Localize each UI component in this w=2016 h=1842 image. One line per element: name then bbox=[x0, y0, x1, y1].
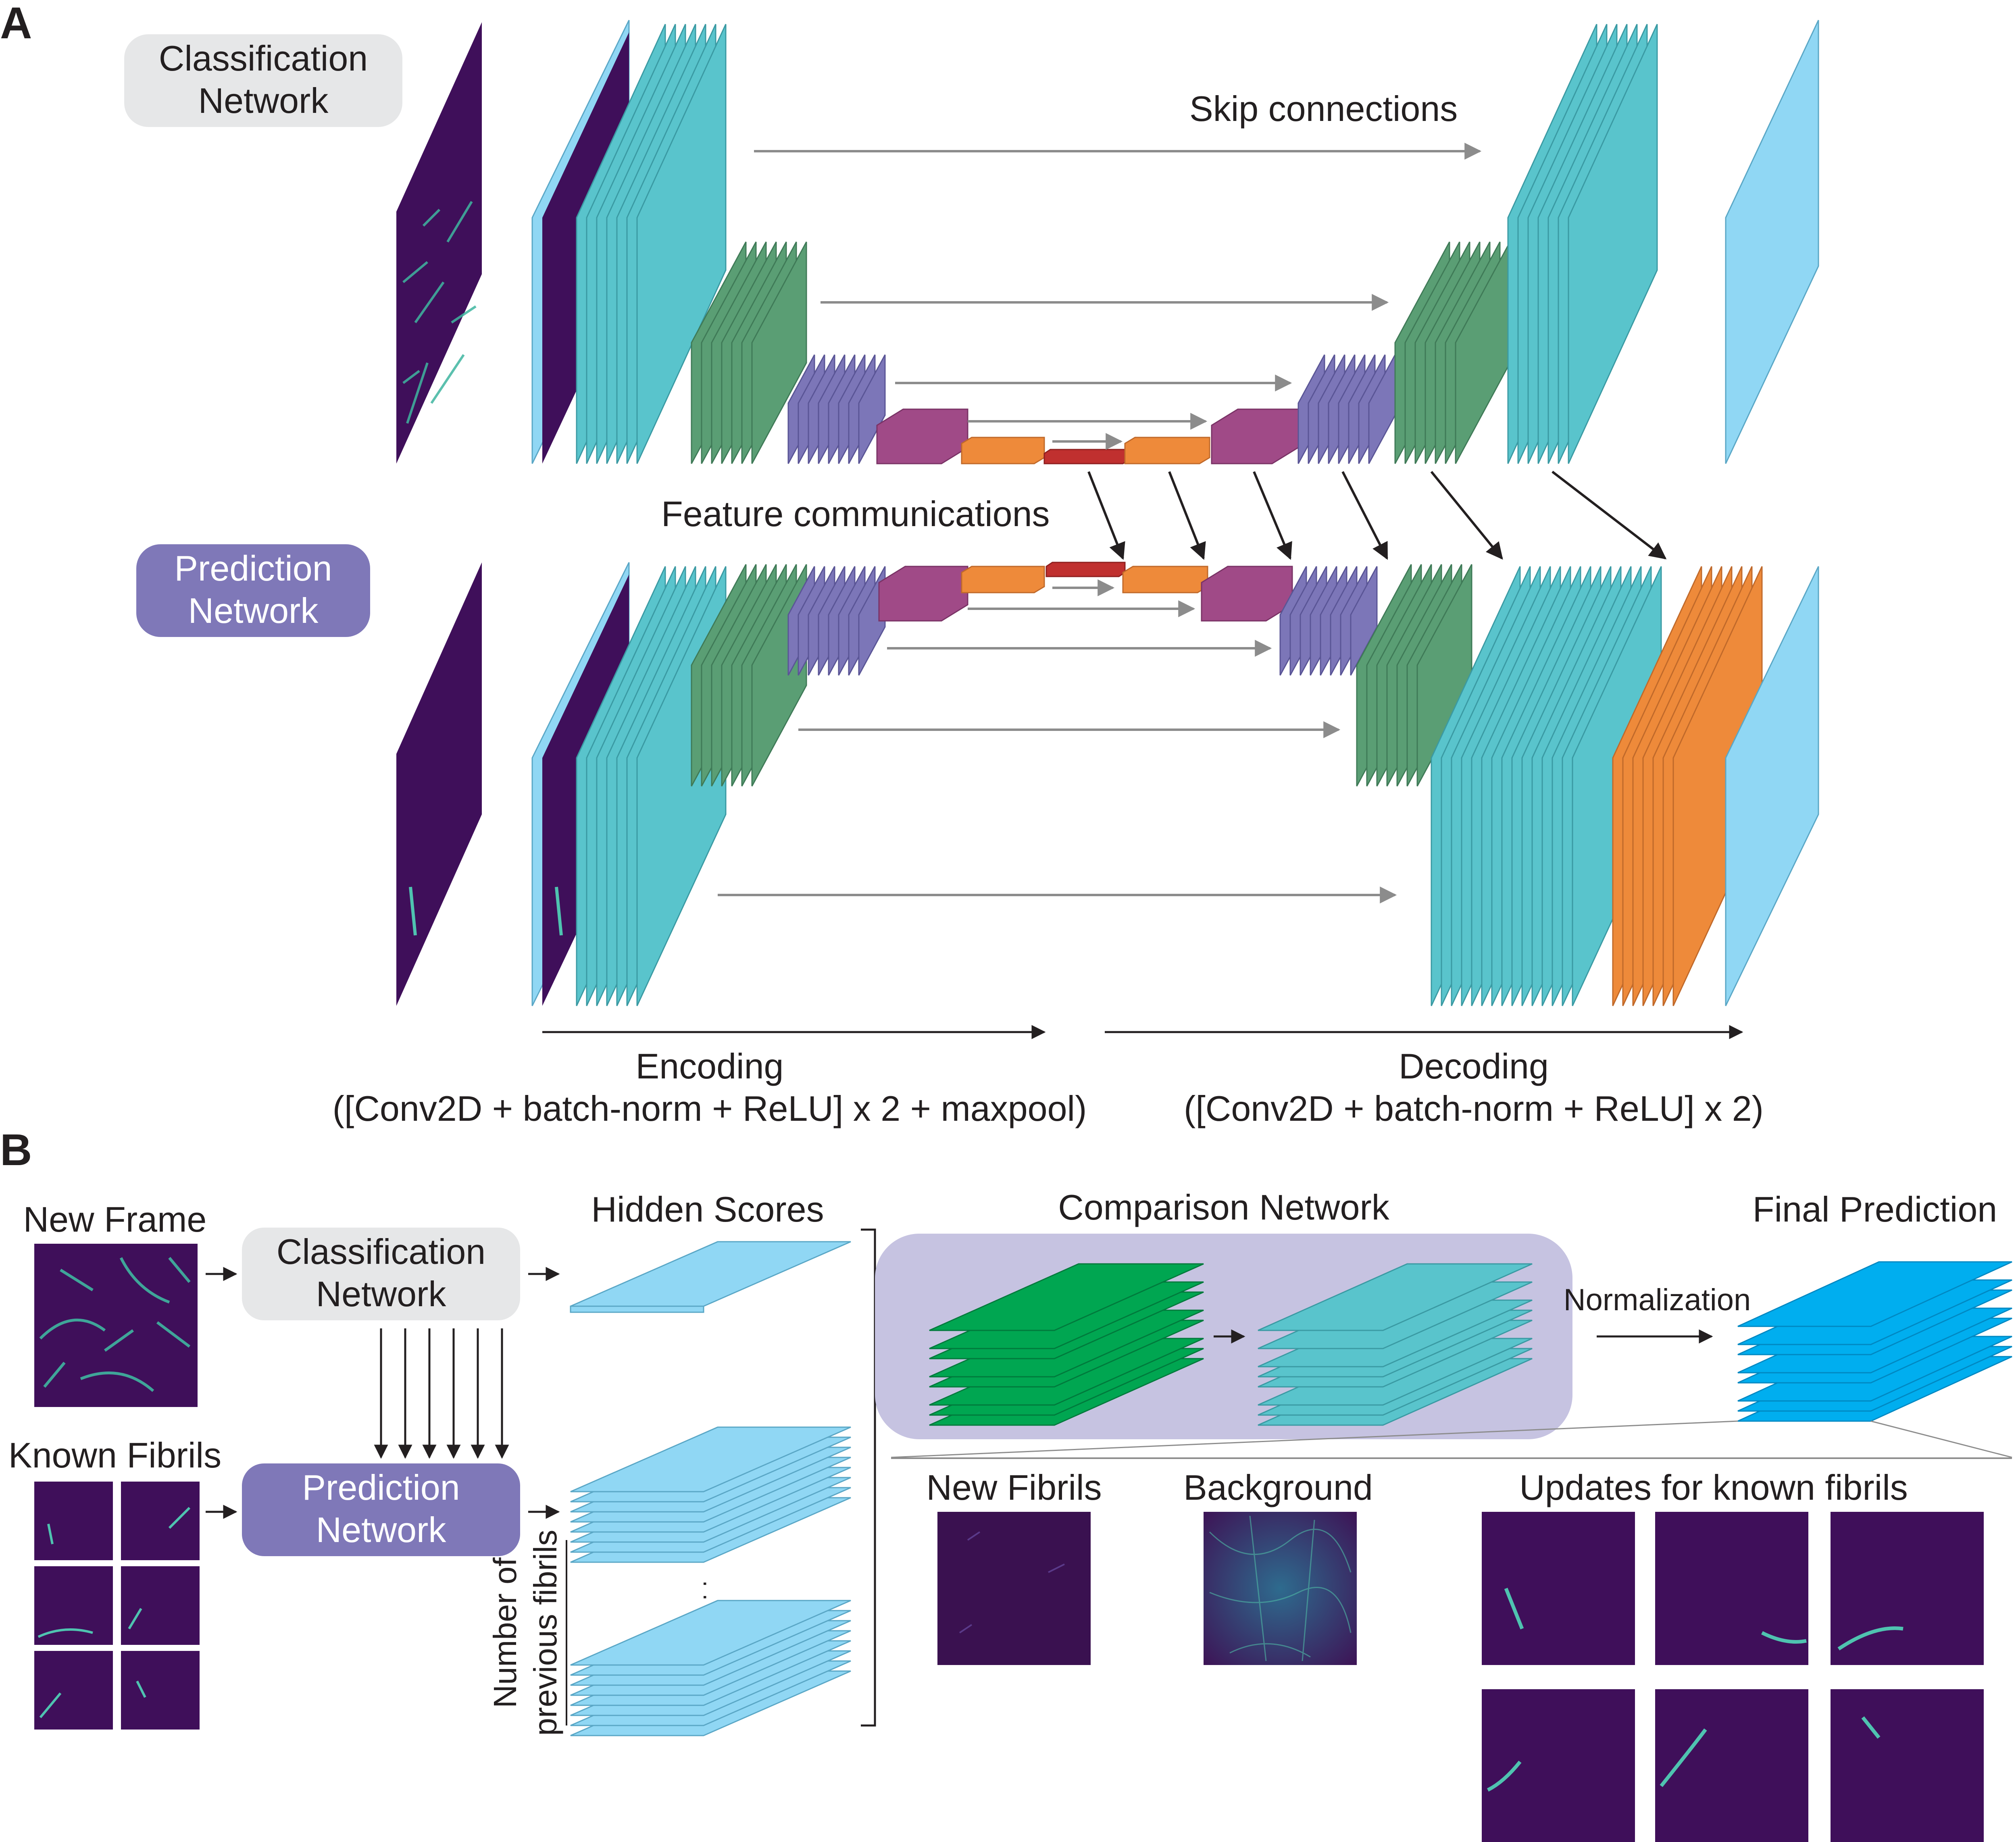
background-texture bbox=[1209, 1515, 1352, 1661]
bottom-input-fibril bbox=[555, 887, 563, 936]
hidden-scores-bracket bbox=[861, 1228, 876, 1727]
panel-b-label: B bbox=[0, 1125, 32, 1175]
count-label-line2: previous fibrils bbox=[527, 1530, 563, 1736]
encoding-title: Encoding bbox=[636, 1046, 784, 1086]
bottom-green-block-2 bbox=[1356, 564, 1472, 787]
bottom-teal-block-2 bbox=[1431, 566, 1662, 1006]
bottom-purple-block-2 bbox=[1279, 566, 1378, 676]
classification-tag-line2: Network bbox=[198, 81, 329, 121]
top-green-block-1 bbox=[691, 241, 807, 464]
top-magenta-block-1 bbox=[876, 408, 968, 464]
top-teal-block-1 bbox=[576, 24, 727, 464]
new-frame-fibrils bbox=[39, 1257, 191, 1392]
hidden-scores-label: Hidden Scores bbox=[591, 1189, 824, 1229]
classification-network-tag bbox=[124, 34, 402, 127]
top-purple-block-1 bbox=[787, 354, 886, 464]
top-orange-block-2 bbox=[1124, 437, 1210, 464]
prediction-network-box bbox=[242, 1463, 520, 1556]
classification-tag-line1: Classification bbox=[159, 38, 368, 78]
final-prediction-label: Final Prediction bbox=[1753, 1189, 1997, 1229]
input-arrows bbox=[206, 1267, 560, 1519]
callout-lines bbox=[891, 1420, 2012, 1458]
new-fibrils-image bbox=[937, 1512, 1091, 1665]
prediction-tag-line2: Network bbox=[188, 591, 319, 631]
updates-label: Updates for known fibrils bbox=[1519, 1467, 1908, 1507]
hidden-score-stack-2 bbox=[570, 1600, 851, 1736]
top-skip-arrows bbox=[754, 143, 1482, 450]
bottom-orange-block-2 bbox=[1122, 566, 1208, 593]
feature-arrows-down bbox=[374, 1328, 509, 1459]
count-label-line1: Number of bbox=[487, 1557, 523, 1708]
prediction-tag-line1: Prediction bbox=[174, 548, 332, 588]
new-fibrils-specks bbox=[959, 1531, 1065, 1634]
background-image bbox=[1204, 1512, 1357, 1665]
bottom-purple-block-1 bbox=[787, 566, 886, 676]
feature-communication-arrows bbox=[1087, 470, 1667, 560]
decoding-title: Decoding bbox=[1399, 1046, 1549, 1086]
bottom-magenta-block-2 bbox=[1201, 566, 1293, 622]
skip-connections-label: Skip connections bbox=[1189, 89, 1458, 129]
prediction-input-image bbox=[396, 562, 482, 1006]
feature-communications-label: Feature communications bbox=[661, 494, 1050, 534]
bottom-output-layer bbox=[1725, 566, 1819, 1006]
callout-frame bbox=[891, 1457, 2012, 1459]
bottom-orange-output-block bbox=[1612, 566, 1763, 1006]
background-label: Background bbox=[1183, 1467, 1373, 1507]
prediction-input-fibril bbox=[409, 887, 417, 936]
encoding-description: ([Conv2D + batch-norm + ReLU] x 2 + maxp… bbox=[333, 1089, 1087, 1128]
classification-box-line1: Classification bbox=[277, 1232, 485, 1272]
prediction-box-line1: Prediction bbox=[302, 1467, 460, 1507]
bottom-teal-block-1 bbox=[576, 566, 727, 1006]
hidden-score-stack-1 bbox=[570, 1426, 851, 1563]
normalization-label: Normalization bbox=[1564, 1283, 1751, 1317]
classification-box-line2: Network bbox=[316, 1274, 447, 1314]
bottom-skip-arrows bbox=[718, 579, 1397, 903]
bottom-magenta-block-1 bbox=[878, 566, 968, 622]
final-prediction-stack bbox=[1737, 1261, 2012, 1422]
new-frame-label: New Frame bbox=[23, 1199, 207, 1239]
comparison-network-label: Comparison Network bbox=[1058, 1187, 1390, 1227]
comparison-teal-stack bbox=[1258, 1263, 1533, 1426]
bottom-orange-block-1 bbox=[961, 566, 1045, 593]
new-fibrils-label: New Fibrils bbox=[926, 1467, 1102, 1507]
bottom-green-block-1 bbox=[691, 564, 807, 787]
top-orange-block-1 bbox=[961, 437, 1045, 464]
classification-input-fibrils bbox=[402, 201, 477, 424]
known-fibrils-grid bbox=[34, 1482, 200, 1730]
comparison-green-stack bbox=[929, 1263, 1204, 1426]
classification-input-image bbox=[396, 22, 482, 464]
updates-grid bbox=[1482, 1512, 1984, 1842]
top-red-bottleneck bbox=[1043, 449, 1130, 464]
top-green-block-2 bbox=[1394, 241, 1511, 464]
top-output-layer bbox=[1725, 20, 1819, 464]
known-fibrils-label: Known Fibrils bbox=[8, 1435, 221, 1475]
prediction-box-line2: Network bbox=[316, 1510, 447, 1550]
panel-a-label: A bbox=[0, 0, 32, 48]
top-magenta-block-2 bbox=[1211, 408, 1299, 464]
bottom-red-bottleneck bbox=[1045, 562, 1126, 577]
prediction-network-tag bbox=[136, 544, 370, 637]
decoding-description: ([Conv2D + batch-norm + ReLU] x 2) bbox=[1184, 1089, 1764, 1128]
hidden-score-classification bbox=[570, 1241, 851, 1313]
top-purple-block-2 bbox=[1297, 354, 1396, 464]
top-teal-block-2 bbox=[1507, 24, 1658, 464]
classification-network-box bbox=[242, 1228, 520, 1320]
